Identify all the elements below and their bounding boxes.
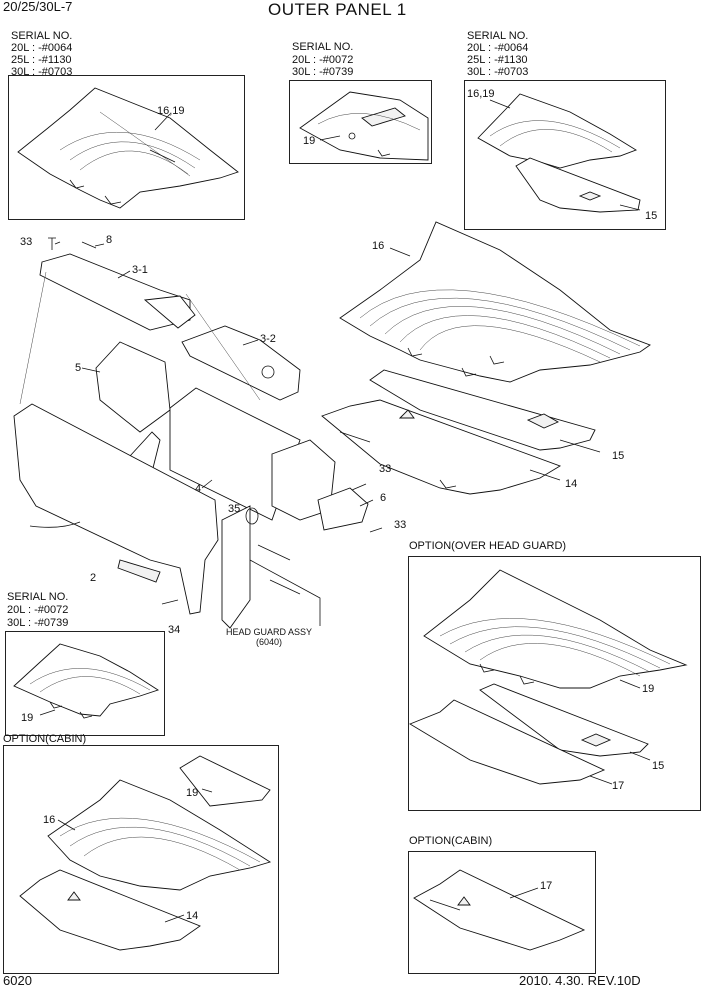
callout-label: 16 (43, 814, 56, 826)
callout-label: 19 (21, 712, 34, 724)
callout-label: 16,19 (467, 88, 495, 100)
serial-heading: SERIAL NO. (467, 30, 529, 42)
head-guard-label: HEAD GUARD ASSY (226, 627, 313, 637)
model-label: 20/25/30L-7 (3, 0, 73, 14)
head-guard-ref: (6040) (256, 637, 283, 647)
option-heading: OPTION(CABIN) (3, 733, 87, 745)
callout-3-2: 3-2 (260, 333, 276, 345)
serial-line: 20L : -#0072 (7, 604, 69, 616)
floor-mat-top-right (477, 93, 641, 213)
serial-line: 20L : -#0064 (467, 42, 529, 54)
floor-mat-top-left (17, 87, 239, 209)
callout-label: 19 (303, 135, 316, 147)
serial-line: 30L : -#0739 (292, 66, 354, 78)
callout-35: 35 (228, 503, 241, 515)
callout-label: 19 (186, 787, 199, 799)
callout-label: 19 (642, 683, 655, 695)
mat-17-cabin (413, 869, 586, 951)
callout-label: 17 (540, 880, 553, 892)
callout-label: 14 (186, 910, 199, 922)
callout-4: 4 (195, 483, 202, 495)
callout-6: 6 (380, 492, 387, 504)
callout-8: 8 (106, 234, 113, 246)
floor-mat-bottom-left (13, 643, 160, 719)
callout-label: 15 (645, 210, 658, 222)
callout-16: 16 (372, 240, 385, 252)
callout-3-1: 3-1 (132, 264, 148, 276)
floor-mat-16 (339, 221, 651, 383)
callout-33: 33 (394, 519, 407, 531)
serial-line: 30L : -#0739 (7, 617, 69, 629)
callout-34: 34 (168, 624, 181, 636)
serial-line: 30L : -#0703 (467, 66, 529, 78)
option-heading: OPTION(OVER HEAD GUARD) (409, 540, 567, 552)
floor-mat-cabin-left (19, 755, 272, 951)
callout-label: 15 (652, 760, 665, 772)
serial-heading: SERIAL NO. (7, 591, 69, 603)
serial-line: 20L : -#0064 (11, 42, 73, 54)
mat-14 (321, 399, 562, 495)
floor-mat-overhead-guard (408, 569, 688, 785)
serial-line: 30L : -#0703 (11, 66, 73, 78)
floor-mat-top-middle (299, 91, 429, 161)
option-heading: OPTION(CABIN) (409, 835, 493, 847)
serial-heading: SERIAL NO. (292, 41, 354, 53)
callout-14: 14 (565, 478, 578, 490)
serial-line: 25L : -#1130 (11, 54, 72, 66)
callout-label: 16,19 (157, 105, 185, 117)
callout-2: 2 (90, 572, 97, 584)
page-title: OUTER PANEL 1 (268, 0, 407, 19)
main-exploded-assembly (13, 237, 383, 629)
page-number: 6020 (3, 973, 32, 988)
revision-date: 2010. 4.30. REV.10D (519, 973, 641, 988)
callout-label: 17 (612, 780, 625, 792)
serial-line: 25L : -#1130 (467, 54, 528, 66)
callout-33: 33 (379, 463, 392, 475)
callout-5: 5 (75, 362, 82, 374)
callout-15: 15 (612, 450, 625, 462)
callout-33: 33 (20, 236, 33, 248)
mat-15 (369, 369, 596, 451)
serial-heading: SERIAL NO. (11, 30, 73, 42)
serial-line: 20L : -#0072 (292, 54, 354, 66)
